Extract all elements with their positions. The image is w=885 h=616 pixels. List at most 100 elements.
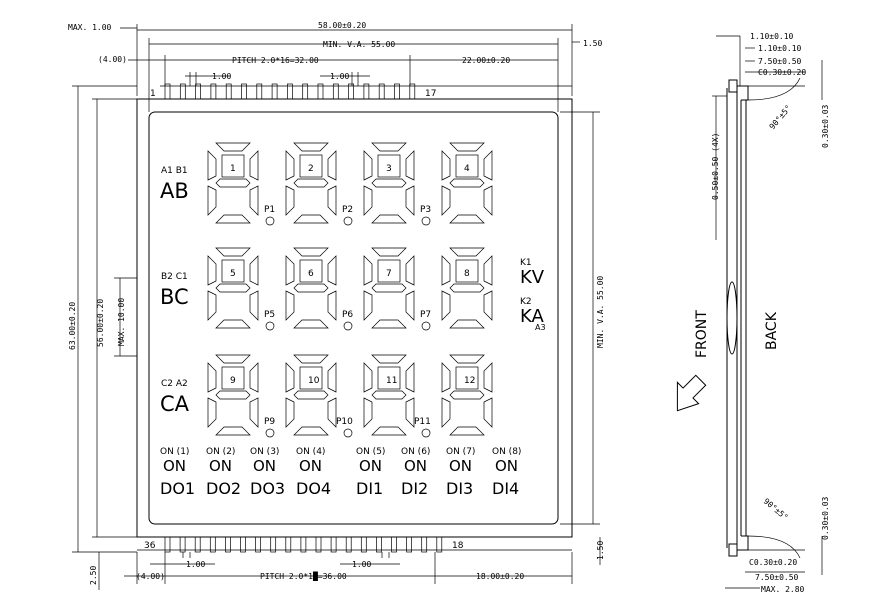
- digit-number: 9: [230, 376, 236, 386]
- segment: [449, 214, 485, 224]
- on-index-label: ON (7): [446, 447, 475, 457]
- segment: [371, 142, 407, 152]
- segment: [371, 178, 407, 188]
- digit: 7P7: [363, 247, 431, 331]
- segment: [441, 290, 451, 321]
- io-label: DO4: [296, 479, 331, 498]
- io-label: DI4: [492, 479, 519, 498]
- pin: [225, 83, 232, 100]
- segment: [405, 150, 415, 181]
- decimal-point: [265, 216, 275, 226]
- digit-number: 8: [464, 269, 470, 279]
- dim-min-va-height: MIN. V.A. 55.00: [596, 276, 605, 348]
- digit-number: 12: [464, 376, 475, 386]
- on-index-label: ON (2): [206, 447, 235, 457]
- viewing-area-outline: [148, 111, 559, 525]
- segment: [363, 185, 373, 216]
- segment: [285, 397, 295, 428]
- segment: [371, 214, 407, 224]
- digit-number: 10: [308, 376, 320, 386]
- segment: [363, 362, 373, 393]
- segment: [371, 426, 407, 436]
- pin: [270, 536, 277, 553]
- dim-side-top-2: 1.10±0.10: [758, 44, 802, 53]
- dim-pin-width-top-b: 1.00: [330, 72, 349, 81]
- dim-pitch-bottom: PITCH 2.0*1█=36.00: [260, 571, 347, 581]
- on-label: ON: [449, 457, 472, 475]
- dim-pitch-top: PITCH 2.0*16=32.00: [232, 56, 319, 65]
- dim-bottom-left-gap: 2.50: [89, 566, 98, 585]
- digit: 9P9: [207, 354, 275, 438]
- dim-left-offset-top: (4.00): [98, 55, 127, 64]
- segment: [405, 362, 415, 393]
- digit-number: 5: [230, 269, 236, 279]
- dim-side-bottom-2: 7.50±0.50: [755, 573, 799, 582]
- segment: [371, 390, 407, 400]
- pin: [363, 83, 370, 100]
- digit: 5P5: [207, 247, 275, 331]
- dim-right-span-bottom: 18.00±0.20: [476, 572, 524, 581]
- adhesive-bulge: [726, 281, 738, 355]
- label-ca: CA: [160, 392, 190, 416]
- pin: [225, 536, 231, 553]
- segment: [285, 290, 295, 321]
- pin: [209, 536, 216, 553]
- pin: [179, 83, 186, 100]
- digit-number: 1: [230, 164, 236, 174]
- segment: [441, 397, 451, 428]
- pin: [179, 536, 186, 553]
- label-back: BACK: [764, 311, 780, 350]
- on-index-label: ON (6): [401, 447, 430, 457]
- segment: [449, 283, 485, 293]
- segment: [293, 247, 329, 257]
- digit: 2P2: [285, 142, 353, 226]
- label-ab: AB: [160, 179, 189, 203]
- pin: [164, 83, 171, 100]
- decimal-point: [265, 428, 275, 438]
- on-label: ON: [209, 457, 232, 475]
- segment: [215, 247, 251, 257]
- pin: [195, 83, 201, 100]
- segment: [215, 319, 251, 329]
- segment: [249, 255, 259, 286]
- pin: [409, 83, 416, 100]
- segment: [449, 319, 485, 329]
- point-label: P6: [342, 310, 353, 320]
- dim-pin-width-top-a: 1.00: [212, 72, 231, 81]
- pin-label-36: 36: [144, 541, 156, 551]
- front-arrow-icon: [676, 374, 707, 412]
- pin: [436, 536, 443, 553]
- segment: [371, 283, 407, 293]
- digit-number: 11: [386, 376, 397, 386]
- pin: [378, 83, 385, 100]
- segment: [483, 290, 493, 321]
- dim-bottom-right-gap: 1.50: [596, 541, 605, 560]
- point-label: P9: [264, 417, 275, 427]
- on-label: ON: [253, 457, 276, 475]
- pin: [360, 536, 367, 553]
- digit-number: 6: [308, 269, 314, 279]
- segment: [327, 397, 337, 428]
- on-label: ON: [495, 457, 518, 475]
- segment: [293, 178, 329, 188]
- segment: [371, 247, 407, 257]
- segment: [215, 283, 251, 293]
- label-c2-a2: C2 A2: [161, 379, 188, 389]
- dim-body-height: 56.00±0.20: [96, 299, 105, 347]
- segment: [363, 255, 373, 286]
- segment: [327, 362, 337, 393]
- point-label: P10: [336, 417, 353, 427]
- segment: [441, 362, 451, 393]
- dim-overall-width: 58.00±0.20: [318, 21, 366, 30]
- segment: [249, 290, 259, 321]
- segment: [293, 283, 329, 293]
- dim-left-offset-bottom: (4.00): [136, 572, 165, 581]
- dim-side-bottom-1: C0.30±0.20: [749, 558, 797, 567]
- segment: [207, 290, 217, 321]
- segment: [363, 397, 373, 428]
- pin-label-17: 17: [425, 89, 436, 99]
- on-index-label: ON (4): [296, 447, 325, 457]
- segment: [483, 397, 493, 428]
- point-label: P3: [420, 205, 431, 215]
